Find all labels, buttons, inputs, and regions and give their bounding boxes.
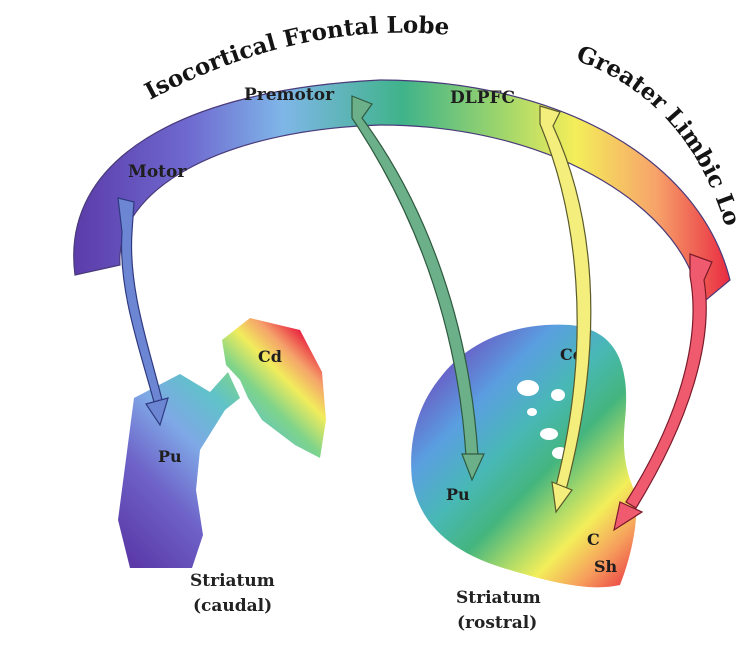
caption-rostral-line2: (rostral) bbox=[457, 613, 537, 633]
capsule-island bbox=[551, 389, 565, 401]
region-label-dlpfc: DLPFC bbox=[450, 88, 515, 108]
capsule-island bbox=[540, 428, 558, 440]
cortex-arc bbox=[73, 79, 731, 307]
label-rostral-c: C bbox=[587, 530, 600, 549]
striatum-rostral-shape bbox=[411, 324, 637, 588]
caption-rostral-line1: Striatum bbox=[456, 588, 541, 608]
capsule-island bbox=[517, 380, 539, 396]
striatum-caudal: Cd Pu bbox=[118, 318, 326, 568]
capsule-island bbox=[527, 408, 537, 416]
projection-limbic-to-shell bbox=[613, 253, 713, 532]
striatum-rostral: Cd Pu C Sh bbox=[411, 324, 637, 588]
region-label-premotor: Premotor bbox=[244, 85, 335, 105]
label-rostral-sh: Sh bbox=[594, 557, 618, 576]
projection-premotor-to-pu bbox=[351, 95, 485, 482]
caudate-caudal-shape bbox=[222, 318, 326, 458]
caption-caudal-line1: Striatum bbox=[190, 571, 275, 591]
caption-caudal-line2: (caudal) bbox=[193, 596, 272, 616]
label-caudal-cd: Cd bbox=[258, 347, 282, 366]
region-label-motor: Motor bbox=[128, 162, 187, 182]
striatum-caudal-shape bbox=[118, 372, 240, 568]
projection-motor-to-pu bbox=[117, 197, 169, 427]
label-rostral-pu: Pu bbox=[446, 485, 470, 504]
projection-dlpfc-to-rostral bbox=[539, 105, 592, 514]
label-caudal-pu: Pu bbox=[158, 447, 182, 466]
